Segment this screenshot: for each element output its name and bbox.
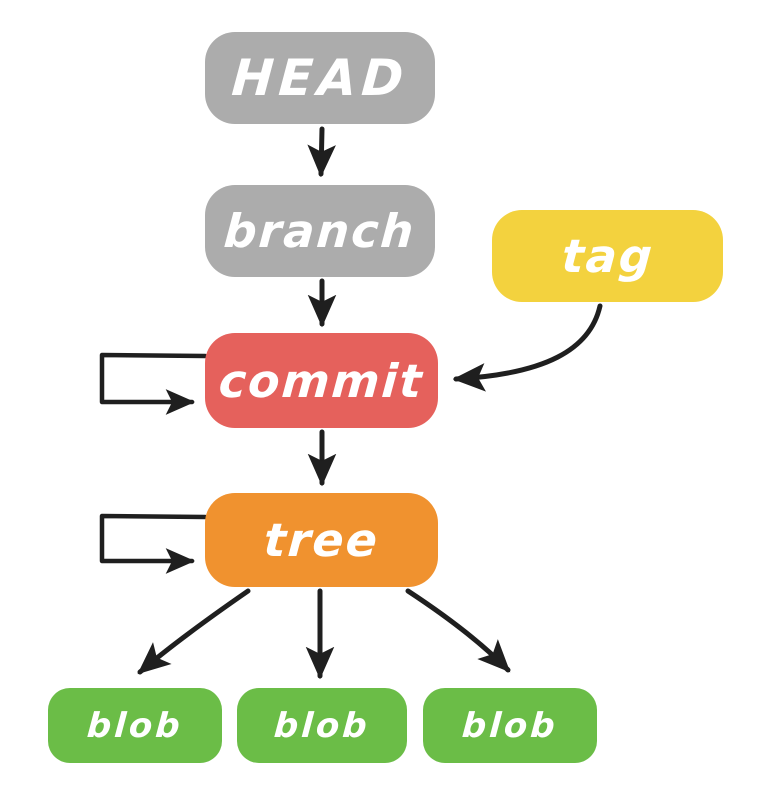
edge-tree-to-blob-1 [137, 588, 251, 675]
node-blob-2: blob [237, 688, 407, 763]
node-commit-label: commit [217, 353, 426, 408]
node-head-label: HEAD [229, 49, 411, 107]
node-blob-3: blob [423, 688, 597, 763]
node-tag-label: tag [559, 229, 656, 283]
node-blob-1-label: blob [85, 705, 185, 746]
node-blob-3-label: blob [460, 705, 560, 746]
node-blob-2-label: blob [272, 705, 372, 746]
edge-tree-self-loop [99, 513, 208, 574]
node-tree: tree [205, 493, 438, 587]
node-branch: branch [205, 185, 435, 277]
node-commit: commit [205, 333, 438, 428]
node-head: HEAD [205, 32, 435, 124]
edge-tree-to-blob-3 [405, 588, 511, 673]
node-tree-label: tree [262, 513, 381, 567]
node-tag: tag [492, 210, 723, 302]
edge-commit-self-loop [99, 352, 208, 415]
node-branch-label: branch [222, 204, 418, 258]
edge-tag-to-commit [452, 303, 603, 392]
edge-head-to-branch [307, 126, 336, 178]
node-blob-1: blob [48, 688, 222, 763]
